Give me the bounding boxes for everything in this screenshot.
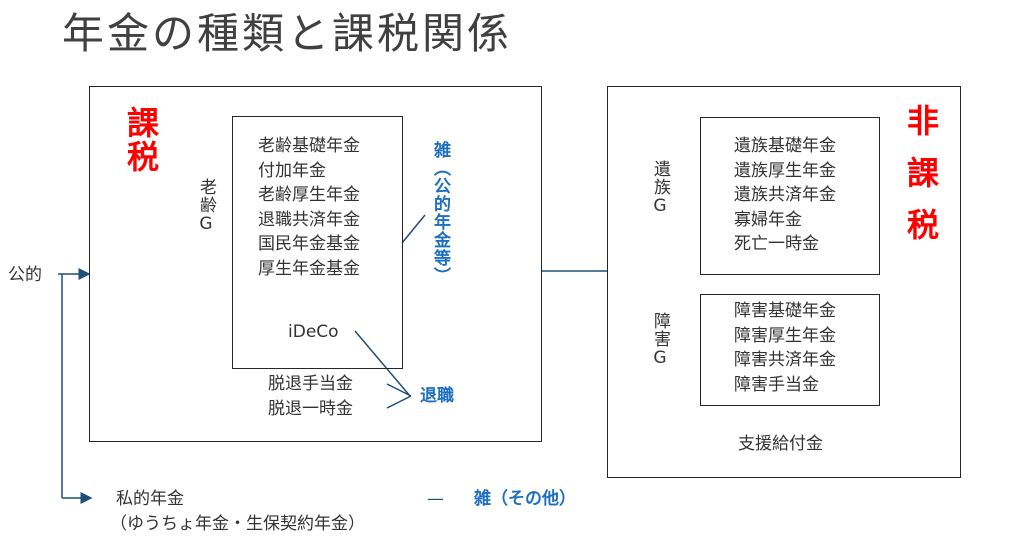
list-item: 遺族厚生年金 bbox=[734, 160, 836, 181]
private-dash: — bbox=[427, 489, 444, 509]
list-item: 老齢基礎年金 bbox=[258, 136, 360, 156]
private-pension-detail: （ゆうちょ年金・生保契約年金） bbox=[110, 514, 365, 534]
ideco-label: iDeCo bbox=[288, 322, 339, 342]
disability-pension-box bbox=[700, 294, 880, 406]
elderly-group-label: 老齢G bbox=[196, 178, 216, 235]
misc-connector bbox=[401, 214, 426, 244]
disability-pension-list: 障害基礎年金 障害厚生年金 障害共済年金 障害手当金 bbox=[734, 299, 836, 397]
list-item: 付加年金 bbox=[258, 160, 326, 181]
taxed-label: 課税 bbox=[122, 106, 160, 174]
support-benefit-label: 支援給付金 bbox=[738, 434, 823, 454]
list-item: 厚生年金基金 bbox=[258, 258, 360, 279]
list-item: 障害共済年金 bbox=[734, 350, 836, 370]
survivor-pension-list: 遺族基礎年金 遺族厚生年金 遺族共済年金 寡婦年金 死亡一時金 bbox=[734, 134, 836, 257]
list-item: 遺族基礎年金 bbox=[734, 136, 836, 156]
misc-public-label: 雑（公的年金等） bbox=[430, 141, 450, 285]
retirement-label: 退職 bbox=[420, 386, 454, 406]
list-item: 国民年金基金 bbox=[258, 234, 360, 254]
lump-item-1: 脱退手当金 bbox=[268, 374, 353, 394]
elderly-pension-box bbox=[232, 116, 403, 369]
list-item: 退職共済年金 bbox=[258, 209, 360, 230]
page-title: 年金の種類と課税関係 bbox=[62, 9, 513, 58]
list-item: 障害厚生年金 bbox=[734, 325, 836, 346]
elderly-pension-list: 老齢基礎年金 付加年金 老齢厚生年金 退職共済年金 国民年金基金 厚生年金基金 bbox=[258, 134, 360, 281]
nontaxed-label: 非課税 bbox=[902, 104, 940, 260]
list-item: 老齢厚生年金 bbox=[258, 185, 360, 205]
list-item: 障害手当金 bbox=[734, 374, 819, 395]
public-label: 公的 bbox=[8, 265, 42, 285]
taxed-box bbox=[89, 86, 542, 442]
private-tax-label: 雑（その他） bbox=[474, 489, 576, 509]
list-item: 遺族共済年金 bbox=[734, 185, 836, 205]
private-pension-label: 私的年金 bbox=[116, 489, 184, 509]
lump-connector bbox=[386, 383, 412, 397]
list-item: 死亡一時金 bbox=[734, 234, 819, 254]
nontaxed-box bbox=[607, 86, 961, 478]
disability-group-label: 障害G bbox=[650, 312, 670, 369]
list-item: 寡婦年金 bbox=[734, 209, 802, 230]
lump-connector-2 bbox=[386, 395, 412, 409]
survivor-pension-box bbox=[700, 117, 880, 275]
lump-item-2: 脱退一時金 bbox=[268, 399, 353, 419]
list-item: 障害基礎年金 bbox=[734, 301, 836, 321]
ideco-connector bbox=[354, 330, 411, 397]
survivor-group-label: 遺族G bbox=[650, 160, 670, 217]
